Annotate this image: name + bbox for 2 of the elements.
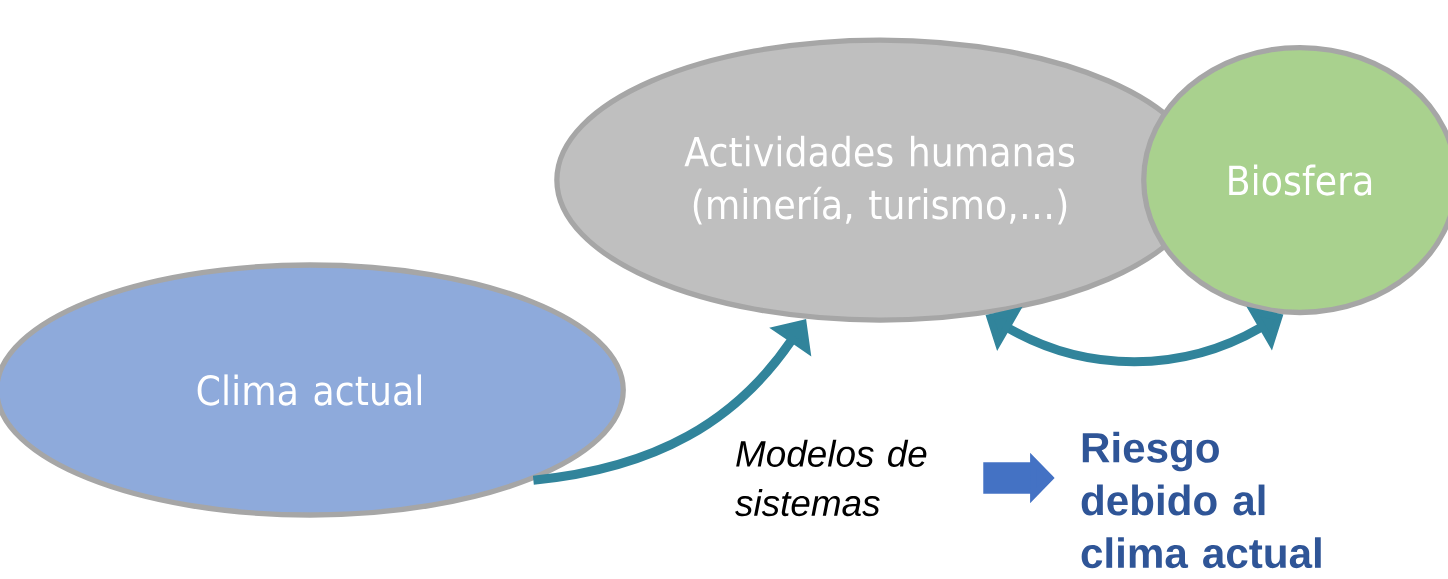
caption-text: Modelos de sistemas [735,439,927,517]
result-text: Riesgo debido al clima actual [1081,431,1321,569]
